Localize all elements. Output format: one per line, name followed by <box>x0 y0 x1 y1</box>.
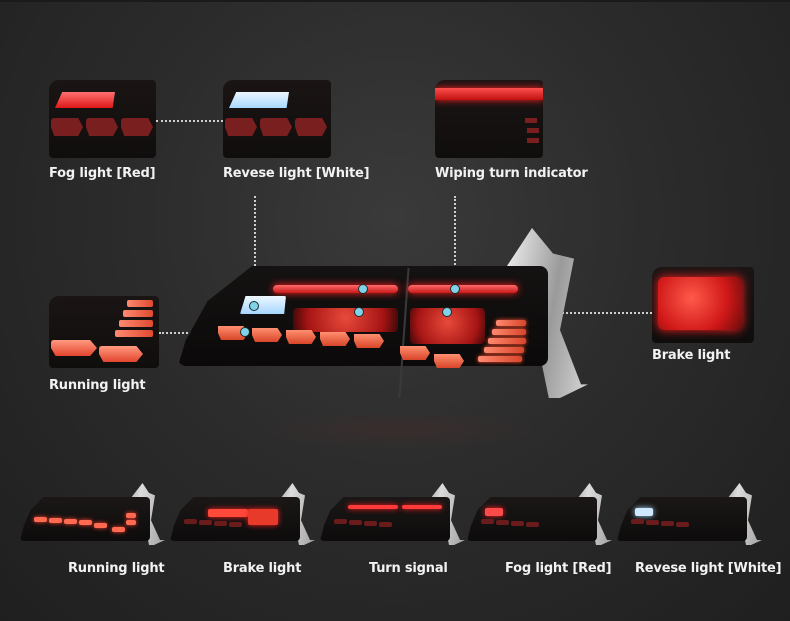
brake-light-label: Brake light <box>652 348 731 363</box>
mode-fog-label: Fog light [Red] <box>505 561 612 576</box>
mode-fog-thumbnail <box>467 483 615 553</box>
fog-light-label: Fog light [Red] <box>49 166 156 181</box>
turn-strip-right <box>408 285 518 293</box>
mode-brake-label: Brake light <box>223 561 302 576</box>
marker-brake-right <box>442 307 452 317</box>
mode-reverse-thumbnail <box>617 483 765 553</box>
mode-turn-label: Turn signal <box>369 561 448 576</box>
running-light-label: Running light <box>49 378 146 393</box>
reflection <box>250 410 550 450</box>
wiping-turn-closeup <box>435 80 543 158</box>
main-taillight <box>178 228 598 408</box>
leader-line-fog-reverse <box>156 120 223 122</box>
top-border <box>0 0 790 2</box>
mode-running-label: Running light <box>68 561 165 576</box>
mode-brake-thumbnail <box>170 483 318 553</box>
leader-line-reverse <box>254 196 256 306</box>
marker-brake-left <box>354 307 364 317</box>
marker-reverse <box>249 301 259 311</box>
marker-turn-right <box>450 284 460 294</box>
mode-reverse-label: Revese light [White] <box>635 561 782 576</box>
running-light-closeup <box>49 296 159 368</box>
reverse-light-closeup <box>223 80 331 158</box>
turn-strip-left <box>273 285 398 293</box>
segment-row <box>49 118 156 142</box>
reverse-light-label: Revese light [White] <box>223 166 370 181</box>
fog-light-red-icon <box>55 92 115 108</box>
turn-indicator-strip-icon <box>435 88 543 100</box>
segment-row <box>223 118 331 142</box>
reverse-light <box>240 296 286 314</box>
mode-turn-thumbnail <box>320 483 468 553</box>
fog-light-closeup <box>49 80 156 158</box>
brake-light-left <box>293 308 398 332</box>
leader-line-turn <box>454 196 456 288</box>
marker-turn-left <box>358 284 368 294</box>
mode-running-thumbnail <box>20 483 168 553</box>
reverse-light-white-icon <box>229 92 289 108</box>
marker-running <box>240 327 250 337</box>
brake-light-red-icon <box>658 277 742 331</box>
wiping-turn-label: Wiping turn indicator <box>435 166 588 181</box>
brake-light-closeup <box>652 267 754 343</box>
